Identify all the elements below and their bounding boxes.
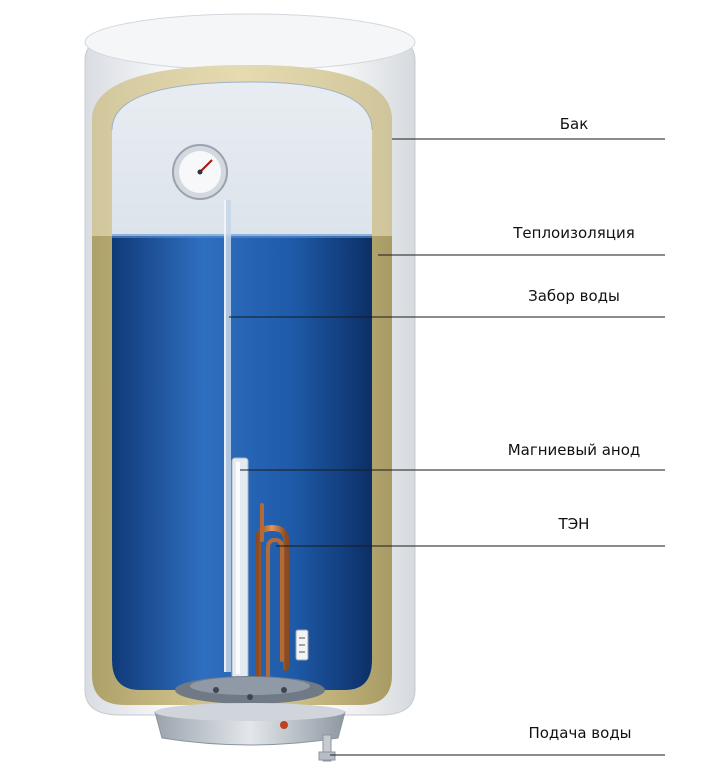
bottom-cap: [154, 703, 346, 746]
water-intake-pipe: [224, 200, 231, 672]
heating-element: [255, 503, 309, 683]
thermometer-icon: [172, 144, 228, 200]
water-supply-pipe: [318, 734, 336, 762]
label-water-supply: Подача воды: [528, 724, 631, 742]
bottom-flange: [175, 676, 325, 704]
magnesium-anode: [231, 457, 249, 679]
label-tank: Бак: [560, 115, 589, 133]
label-insulation: Теплоизоляция: [512, 224, 634, 242]
label-water-intake: Забор воды: [528, 287, 620, 305]
inner-tank: [111, 81, 373, 690]
label-heating-element: ТЭН: [558, 515, 590, 533]
label-magnesium-anode: Магниевый анод: [508, 441, 641, 459]
